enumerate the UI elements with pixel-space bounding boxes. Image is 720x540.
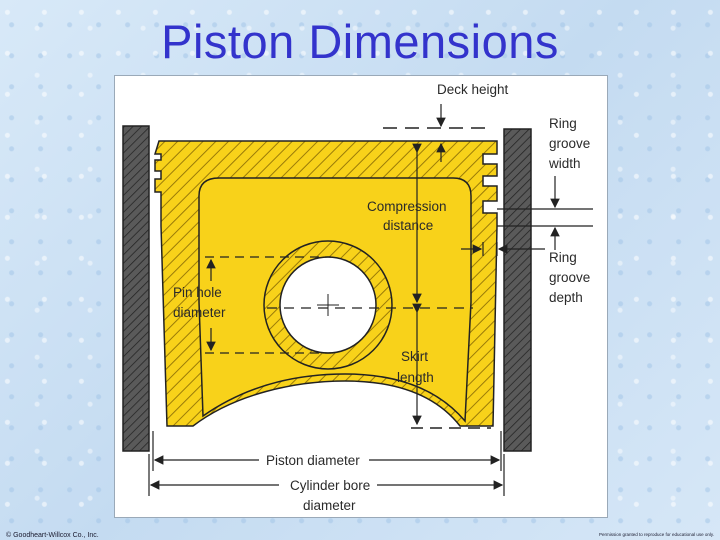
ring-groove-depth-label-3: depth [549, 290, 583, 305]
slide-title: Piston Dimensions [161, 15, 559, 68]
permission-note: Permission granted to reproduce for educ… [599, 532, 714, 537]
cylinder-wall-left [122, 125, 150, 452]
compression-distance-label: Compression [367, 199, 447, 214]
deck-height-label: Deck height [437, 82, 509, 97]
copyright-credit: © Goodheart-Willcox Co., Inc. [6, 532, 99, 539]
cylinder-bore-diameter-label-2: diameter [303, 498, 356, 513]
ring-groove-depth-label-2: groove [549, 270, 590, 285]
piston-diameter-label: Piston diameter [266, 453, 360, 468]
piston-diagram-svg: Deck height Compression distance Skirt l… [122, 82, 593, 513]
cylinder-bore-diameter-label: Cylinder bore [290, 478, 370, 493]
cylinder-wall-right [503, 128, 532, 452]
pin-hole-diameter-label-2: diameter [173, 305, 226, 320]
ring-groove-width-label-3: width [548, 156, 581, 171]
compression-distance-label-2: distance [383, 218, 433, 233]
ring-groove-width-label: Ring [549, 116, 577, 131]
ring-groove-width-label-2: groove [549, 136, 590, 151]
skirt-length-label: Skirt [401, 349, 428, 364]
skirt-length-label-2: length [397, 370, 434, 385]
piston-diagram: Deck height Compression distance Skirt l… [114, 75, 608, 518]
pin-hole-diameter-label: Pin hole [173, 285, 222, 300]
ring-groove-depth-label: Ring [549, 250, 577, 265]
